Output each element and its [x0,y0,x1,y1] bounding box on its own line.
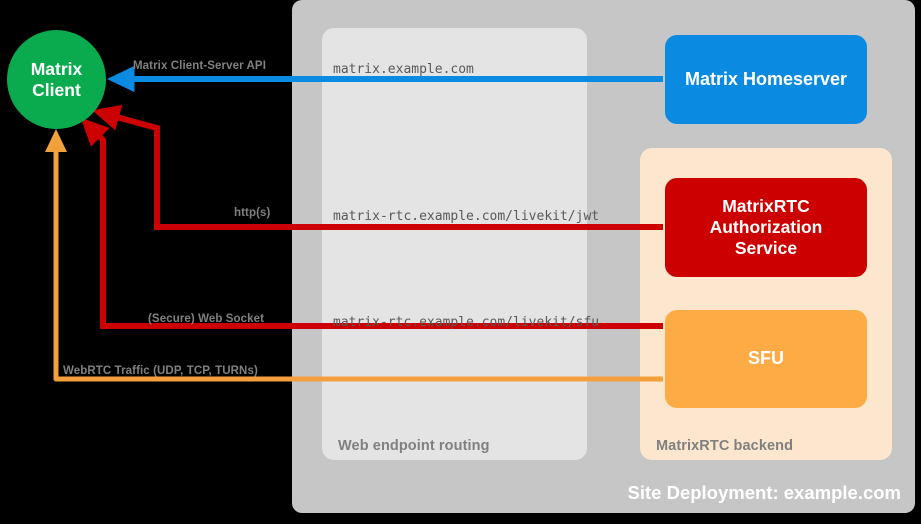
edge-https-jwt [92,104,663,230]
edge-webrtc-traffic [45,128,663,382]
edge-label-webrtc-traffic: WebRTC Traffic (UDP, TCP, TURNs) [63,365,258,377]
edge-label-https: http(s) [234,207,271,219]
endpoint-label-livekit-jwt: matrix-rtc.example.com/livekit/jwt [333,209,600,224]
endpoint-label-matrix-example-com: matrix.example.com [333,62,474,77]
edge-label-client-server-api: Matrix Client-Server API [133,60,266,72]
container-web-endpoint-routing [322,28,587,460]
edge-label-websocket: (Secure) Web Socket [148,313,265,325]
endpoint-label-livekit-sfu: matrix-rtc.example.com/livekit/sfu [333,315,600,330]
container-label-matrixrtc-backend: MatrixRTC backend [656,438,794,454]
container-label-web-endpoint-routing: Web endpoint routing [338,438,490,454]
container-label-site-deployment: Site Deployment: example.com [627,482,901,503]
edge-websocket-sfu [80,117,663,329]
